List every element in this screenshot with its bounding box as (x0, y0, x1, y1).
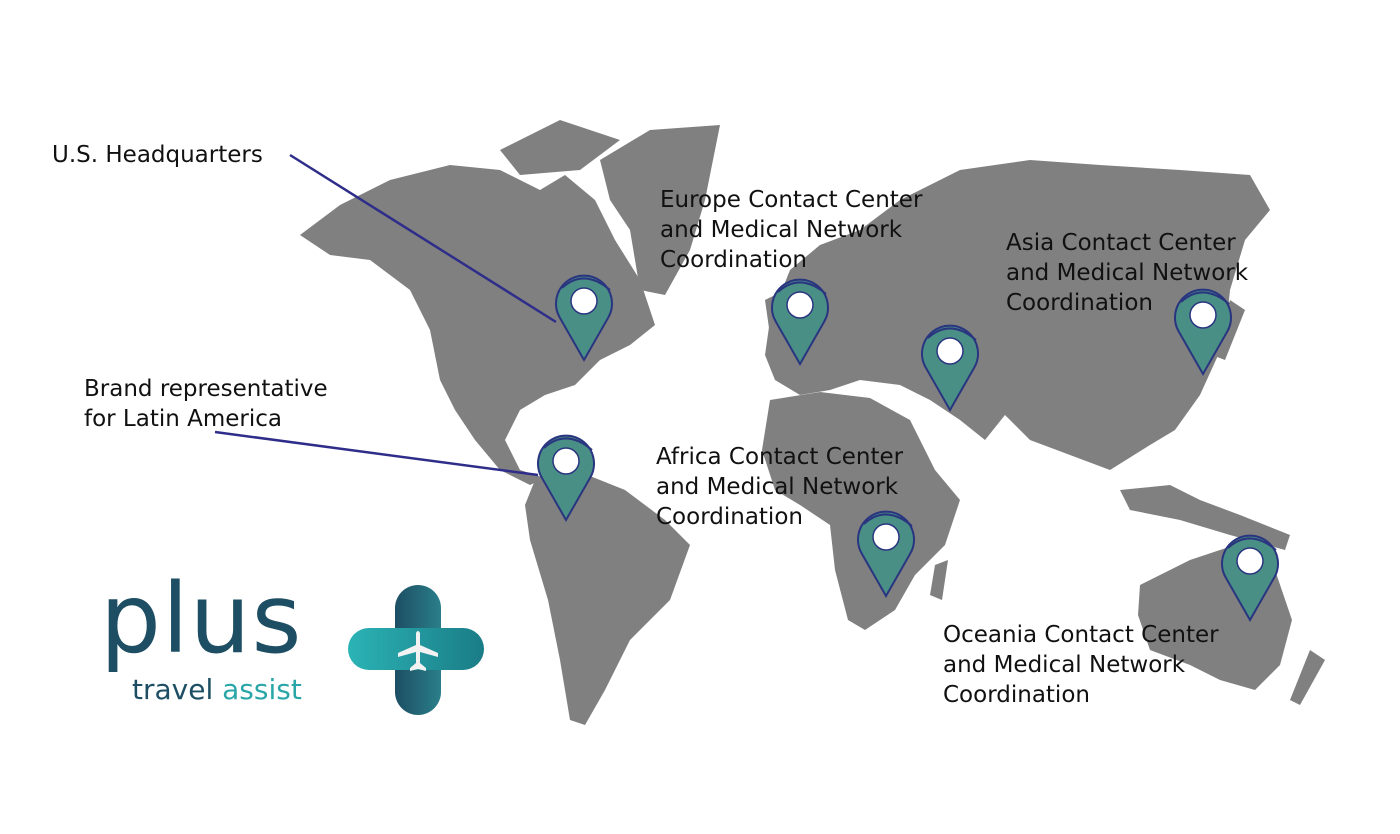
new-zealand (1290, 650, 1325, 705)
africa-label: Africa Contact Center and Medical Network… (656, 442, 903, 532)
latam-pin-icon[interactable] (534, 428, 598, 524)
label-line: U.S. Headquarters (52, 142, 263, 168)
us-hq-pin-icon[interactable] (552, 268, 616, 364)
label-line: and Medical Network (943, 652, 1186, 678)
label-line: Coordination (660, 247, 807, 273)
label-line: Europe Contact Center (660, 187, 923, 213)
africa-pin-icon[interactable] (854, 504, 918, 600)
label-line: Brand representative (84, 376, 328, 402)
oceania-label: Oceania Contact Center and Medical Networ… (943, 620, 1219, 710)
oceania-pin-icon[interactable] (1218, 528, 1282, 624)
eurasia (765, 160, 1270, 470)
label-line: and Medical Network (660, 217, 903, 243)
us-hq-label: U.S. Headquarters (52, 140, 263, 170)
europe-pin-icon[interactable] (768, 272, 832, 368)
logo-wordmark: plus (100, 563, 303, 675)
asia-pin-icon[interactable] (1171, 282, 1235, 378)
label-line: Coordination (1006, 290, 1153, 316)
label-line: Coordination (943, 682, 1090, 708)
us-hq-leader-line (289, 153, 557, 324)
label-line: Africa Contact Center (656, 444, 904, 470)
europe-label: Europe Contact Center and Medical Network… (660, 185, 922, 275)
south-america (525, 470, 690, 725)
medical-cross-airplane-icon (348, 585, 484, 715)
logo-sub-assist: assist (222, 673, 302, 706)
north-america (300, 165, 655, 485)
plus-travel-assist-logo: plus travel assist (100, 563, 490, 720)
logo-subtitle: travel assist (132, 673, 302, 706)
label-line: for Latin America (84, 406, 283, 432)
africa (762, 392, 960, 630)
label-line: Coordination (656, 504, 803, 530)
greenland (600, 125, 720, 295)
label-line: Asia Contact Center (1006, 230, 1236, 256)
arctic-islands (500, 120, 620, 175)
logo-sub-travel: travel (132, 673, 214, 706)
label-line: Oceania Contact Center (943, 622, 1219, 648)
madagascar (930, 560, 948, 600)
label-line: and Medical Network (1006, 260, 1249, 286)
southeast-asia-islands (1120, 485, 1290, 550)
label-line: and Medical Network (656, 474, 899, 500)
latam-leader-line (214, 430, 539, 477)
latam-label: Brand representative for Latin America (84, 374, 328, 434)
middle-east-pin-icon[interactable] (918, 318, 982, 414)
